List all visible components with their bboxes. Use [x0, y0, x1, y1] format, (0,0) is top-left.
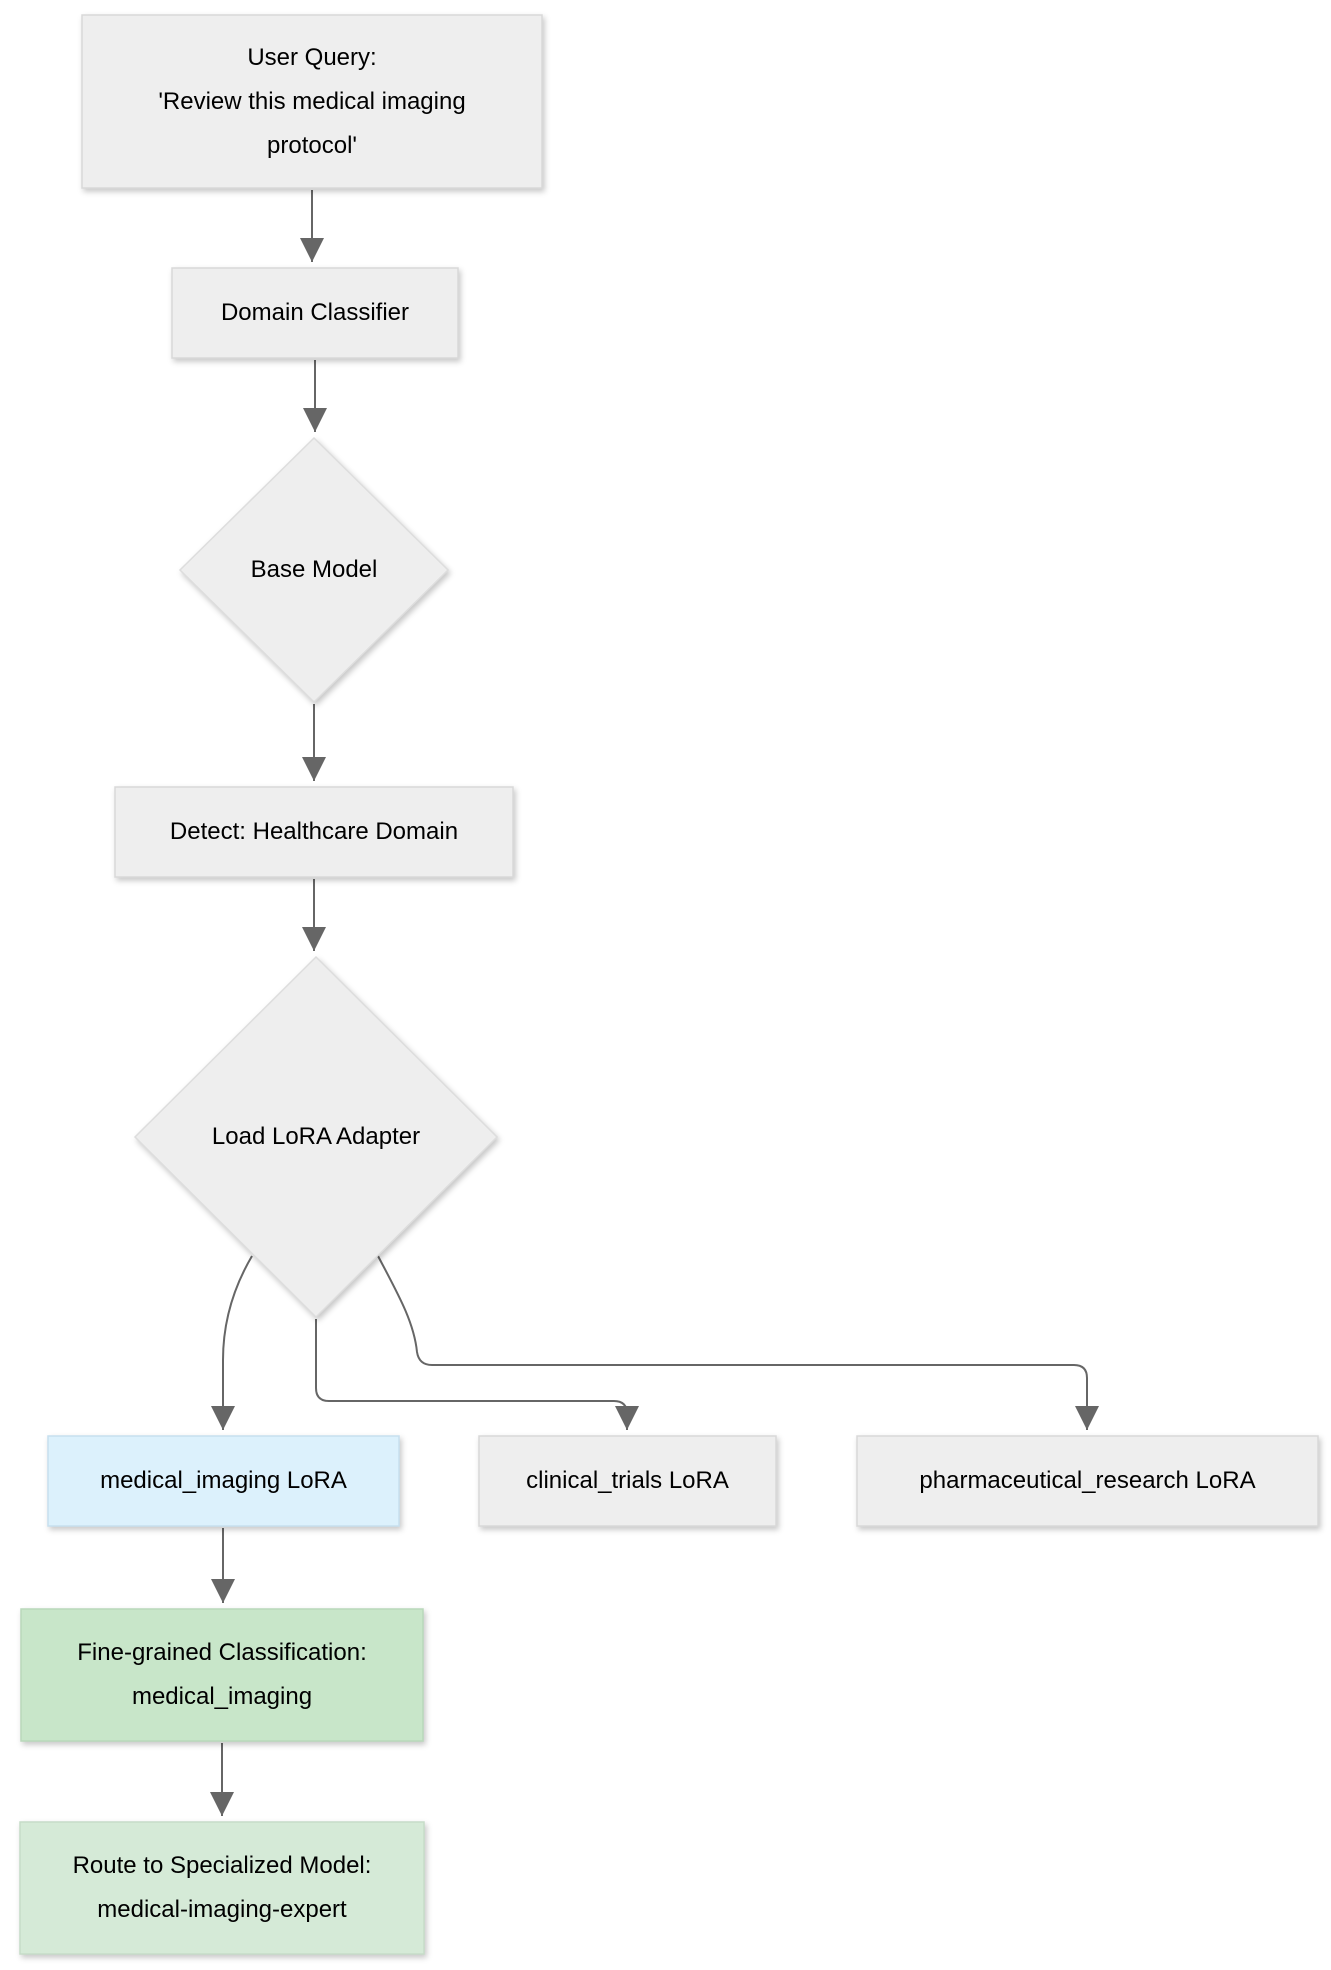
node-domain-classifier-shape [171, 267, 459, 359]
node-detect-healthcare-shape [114, 786, 514, 878]
edge-load-lora-to-clinical-trials [315, 1319, 639, 1430]
edge-load-lora-to-pharmaceutical-research [377, 1255, 1099, 1430]
edge-load-lora-to-medical-imaging [211, 1255, 253, 1430]
node-clinical-trials-lora-shape [478, 1435, 777, 1527]
node-load-lora-adapter-diamond [133, 955, 499, 1319]
node-base-model-diamond [178, 436, 450, 704]
node-pharmaceutical-research-lora-shape [856, 1435, 1319, 1527]
node-route-to-specialized-model-shape [19, 1821, 425, 1955]
node-user-query-shape [81, 14, 543, 189]
node-medical-imaging-lora-shape [47, 1435, 400, 1527]
node-fine-grained-classification-shape [20, 1608, 424, 1742]
